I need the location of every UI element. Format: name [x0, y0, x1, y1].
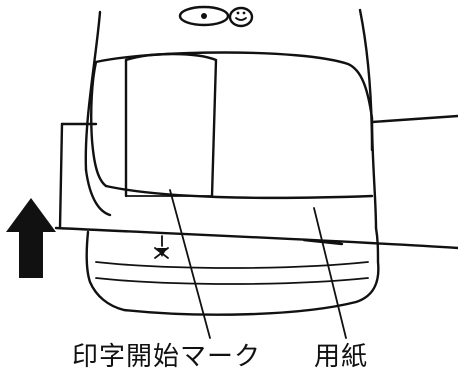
paper-label: 用紙	[314, 342, 369, 372]
indicator-icon	[228, 6, 254, 28]
printer-body	[84, 8, 374, 217]
print-start-mark-label: 印字開始マーク	[72, 342, 262, 372]
control-buttons	[178, 5, 254, 28]
button-dot	[201, 13, 207, 19]
button-icon	[178, 5, 230, 27]
paper-guide-plate	[124, 52, 218, 198]
up-arrow-icon	[6, 198, 56, 278]
paper-sheet	[54, 114, 458, 250]
printer-cover	[90, 51, 378, 230]
leader-lines	[169, 189, 347, 339]
printer-base	[85, 226, 380, 316]
